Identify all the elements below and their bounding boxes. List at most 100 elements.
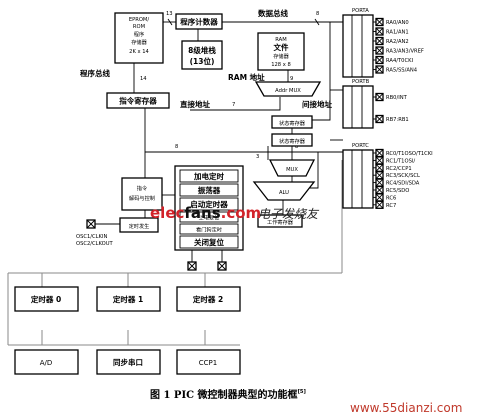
- timing-generation: 定时发生: [119, 217, 159, 233]
- addr-mux: Addr MUX: [254, 81, 322, 97]
- program-counter: 程序计数器: [175, 13, 223, 30]
- osc-pins: OSC1/CLKIN OSC2/CLKOUT: [76, 219, 114, 247]
- timer0: 定时器 0: [14, 286, 79, 312]
- ram-line1: RAM: [275, 37, 286, 43]
- status-register: 状态寄存器: [271, 133, 313, 147]
- decode-line1: 指令: [137, 184, 148, 192]
- bus-width-8: 8: [316, 11, 319, 17]
- portb-pin-x: [375, 93, 384, 101]
- eprom-line1: EPROM/: [129, 17, 150, 23]
- bus-width-marks: 13 8 14 9 7 3 8 8: [140, 11, 320, 160]
- ad-label: A/D: [40, 359, 53, 367]
- instruction-decode: 指令 解码与控制: [121, 177, 163, 211]
- w-reg-label: 工作寄存器: [267, 218, 294, 226]
- timer1-label: 定时器 1: [113, 294, 143, 304]
- portc-pins: RC0/T1OSO/T1CKIRC1/T1OSI/RC2/CCP1RC3/SCK…: [373, 148, 433, 209]
- alu-label: ALU: [279, 190, 289, 196]
- eprom-program-memory: EPROM/ ROM 程序 存储器 2K x 14: [114, 12, 164, 64]
- power-reset-block: 加电定时 振荡器 启动定时器 上电复位 看门狗定时 关闭复位: [174, 165, 244, 251]
- bus-width-3: 3: [256, 154, 259, 160]
- watermark-cn-text: 电子发烧友: [258, 207, 320, 221]
- instruction-register: 指令寄存器: [106, 92, 170, 109]
- porta-name: PORTA: [352, 8, 369, 14]
- figure-caption-sup: [5]: [298, 389, 306, 395]
- sync-serial-port: 同步串口: [96, 349, 161, 375]
- porta-pin-label: RA0/AN0: [386, 20, 409, 26]
- portc-pin-label: RC0/T1OSO/T1CKI: [386, 151, 433, 157]
- portc-pin-label: RC3/SCK/SCL: [386, 173, 420, 179]
- bus-width-14: 14: [140, 76, 147, 82]
- data-bus-label: 数据总线: [258, 8, 288, 18]
- program-bus-label: 程序总线: [80, 68, 110, 78]
- watermark-elecfans-text: elecfans.com: [150, 204, 261, 222]
- power-line3: 启动定时器: [190, 199, 228, 209]
- porta-pin-x: [375, 37, 384, 45]
- watermark-url: www.55dianzi.com: [350, 401, 462, 415]
- ad-converter: A/D: [14, 349, 79, 375]
- porta-pin-label: RA4/T0CKI: [386, 58, 413, 64]
- instruction-register-label: 指令寄存器: [119, 96, 157, 106]
- bus-lines: [7, 21, 343, 346]
- portc-pin-x: [375, 178, 384, 187]
- program-counter-label: 程序计数器: [180, 17, 218, 27]
- ram-addr-label: RAM 地址: [228, 72, 265, 82]
- bus-width-13: 13: [166, 11, 173, 17]
- portc-pin-label: RC5/SDO: [386, 188, 409, 194]
- osc2-label: OSC2/CLKOUT: [76, 241, 114, 247]
- portb-name: PORTB: [352, 79, 370, 85]
- timer2-label: 定时器 2: [193, 294, 223, 304]
- portc-pin-x: [375, 200, 384, 209]
- mux: MUX: [268, 159, 316, 177]
- bus-labels: 数据总线 程序总线 RAM 地址 直接地址 间接地址: [80, 8, 332, 109]
- portc-name: PORTC: [352, 143, 369, 149]
- timing-label: 定时发生: [129, 222, 150, 230]
- stack-8-level: 8级堆栈 (13位): [181, 40, 223, 70]
- stack-line2: (13位): [190, 56, 215, 66]
- porta-pin-label: RA5/SS/AN4: [386, 68, 418, 74]
- eprom-line2: ROM: [133, 24, 145, 30]
- portb-pin-x: [375, 115, 384, 123]
- power-pins: [187, 261, 227, 271]
- ram-size: 128 x 8: [271, 62, 291, 68]
- power-line4: 上电复位: [199, 214, 220, 222]
- porta-pin-x: [375, 27, 384, 36]
- indirect-addr-label: 间接地址: [302, 99, 332, 109]
- porta-pin-label: RA1/AN1: [386, 30, 409, 36]
- ram-line2: 文件: [274, 42, 289, 52]
- porta-pin-label: RA2/AN2: [386, 39, 409, 45]
- fsr-label: 状态寄存器: [279, 119, 306, 127]
- timer1: 定时器 1: [96, 286, 161, 312]
- porta-pin-label: RA3/AN3/VREF: [386, 49, 424, 55]
- figure-caption: 图 1 PIC 微控制器典型的功能框[5]: [150, 388, 306, 401]
- bus-width-7: 7: [232, 102, 235, 108]
- eprom-line3: 程序: [134, 30, 144, 38]
- w-register: 工作寄存器: [257, 214, 303, 228]
- stack-line1: 8级堆栈: [188, 45, 216, 55]
- ccp1: CCP1: [176, 349, 241, 375]
- osc1-label: OSC1/CLKIN: [76, 234, 107, 240]
- power-line6: 关闭复位: [194, 237, 224, 247]
- sync-serial-label: 同步串口: [113, 357, 143, 367]
- timer0-label: 定时器 0: [31, 294, 61, 304]
- portc-pin-x: [375, 156, 384, 165]
- portc: PORTC RC0/T1OSO/T1CKIRC1/T1OSI/RC2/CCP1R…: [342, 143, 433, 209]
- porta-pin-x: [375, 65, 384, 74]
- portc-pin-label: RC6: [386, 195, 396, 201]
- mux-label: MUX: [286, 167, 298, 173]
- eprom-size: 2K x 14: [129, 49, 149, 55]
- portc-pin-x: [375, 186, 384, 194]
- porta-pin-x: [375, 18, 384, 26]
- bus-width-8c: 8: [295, 144, 298, 150]
- bus-width-8b: 8: [175, 144, 178, 150]
- status-label: 状态寄存器: [279, 137, 306, 145]
- watermark-elecfans: elecfans.com 电子发烧友: [150, 204, 320, 222]
- addr-mux-label: Addr MUX: [275, 88, 301, 94]
- portb-pin-label: RB0/INT: [386, 95, 408, 101]
- alu: ALU: [252, 181, 316, 201]
- portc-pin-label: RC7: [386, 203, 396, 209]
- portc-pin-x: [375, 171, 384, 180]
- portc-pin-label: RC4/SDI/SDA: [386, 181, 420, 187]
- portc-pin-x: [375, 193, 384, 202]
